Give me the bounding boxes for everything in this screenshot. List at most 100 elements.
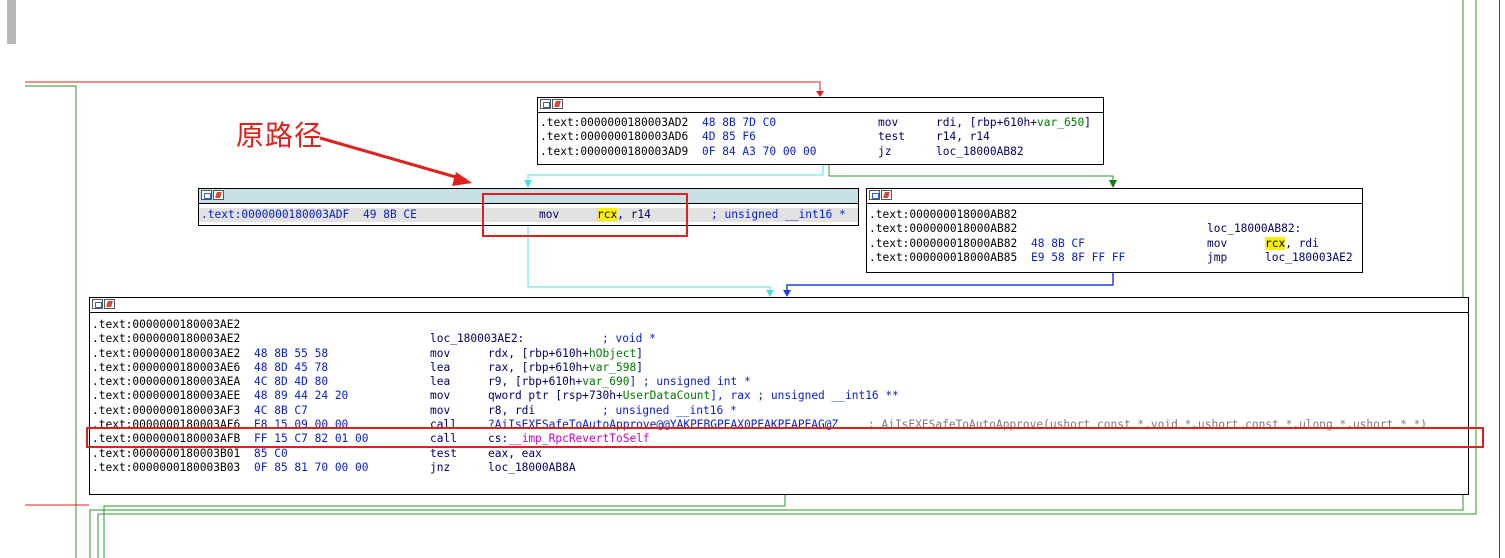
- asm-line-selected[interactable]: .text:0000000180003ADF 49 8B CE mov rcx,…: [199, 208, 858, 223]
- left-scroll-indicator[interactable]: [7, 0, 16, 44]
- code-label[interactable]: loc_180003AE2:: [430, 332, 525, 346]
- operands[interactable]: loc_180003AE2: [1265, 250, 1353, 264]
- asm-line[interactable]: .text:000000018000AB82: [867, 208, 1362, 222]
- asm-line[interactable]: .text:000000018000AB85 E9 58 8F FF FF jm…: [867, 251, 1362, 265]
- operands: qword ptr [rsp+730h+UserDataCount], rax …: [488, 389, 899, 403]
- operands: r8, rdi: [488, 403, 536, 417]
- graph-view-icon[interactable]: [201, 190, 212, 200]
- address: .text:0000000180003B01: [92, 446, 241, 460]
- asm-line[interactable]: .text:0000000180003AE2 loc_180003AE2: ; …: [90, 332, 1468, 346]
- operand-rest: , r14: [617, 208, 651, 221]
- code-label[interactable]: loc_18000AB82:: [1207, 222, 1302, 236]
- asm-line[interactable]: .text:0000000180003B01 85 C0 test eax, e…: [90, 447, 1468, 461]
- node-header[interactable]: [867, 189, 1362, 204]
- graph-view-icon[interactable]: [540, 99, 551, 109]
- edge-red-arrowhead: [816, 91, 824, 97]
- register-highlight[interactable]: rcx: [597, 208, 618, 221]
- address: .text:000000018000AB82: [869, 236, 1018, 250]
- operand-base: r9, [rbp+610h+: [488, 375, 583, 389]
- mnemonic: lea: [430, 375, 451, 389]
- edge-blue-arrowhead: [783, 290, 791, 297]
- operands: rcx, r14: [597, 208, 651, 222]
- edge-green-left: [25, 85, 77, 558]
- operands: r14, r14: [936, 130, 990, 144]
- graph-node-3ad2[interactable]: .text:0000000180003AD2 48 8B 7D C0 mov r…: [537, 97, 1104, 165]
- operand-var[interactable]: UserDataCount: [622, 389, 711, 403]
- annotation-arrow-line: [319, 136, 467, 182]
- address: .text:000000018000AB82: [869, 208, 1018, 221]
- node-header[interactable]: [199, 189, 858, 204]
- asm-line[interactable]: .text:0000000180003AFB FF 15 C7 82 01 00…: [90, 432, 1468, 446]
- address: .text:0000000180003AE6: [92, 360, 241, 374]
- operands[interactable]: loc_18000AB8A: [488, 460, 576, 474]
- opcode-bytes: 48 8B 55 58: [254, 346, 329, 360]
- asm-line[interactable]: .text:000000018000AB82 48 8B CF mov rcx,…: [867, 236, 1362, 251]
- edit-icon[interactable]: [213, 190, 224, 200]
- graph-view-icon[interactable]: [869, 190, 880, 200]
- graph-node-3ae2[interactable]: .text:0000000180003AE2 .text:00000001800…: [89, 297, 1469, 495]
- asm-line[interactable]: .text:0000000180003AE6 48 8D 45 78 lea r…: [90, 361, 1468, 375]
- address: .text:0000000180003B03: [92, 460, 241, 474]
- asm-line[interactable]: .text:0000000180003AD2 48 8B 7D C0 mov r…: [538, 116, 1103, 130]
- opcode-bytes: 85 C0: [254, 446, 288, 460]
- asm-line[interactable]: .text:0000000180003AD9 0F 84 A3 70 00 00…: [538, 145, 1103, 159]
- asm-line[interactable]: .text:0000000180003AEE 48 89 44 24 20 mo…: [90, 389, 1468, 403]
- mnemonic: mov: [430, 346, 451, 360]
- mnemonic: jnz: [430, 460, 451, 474]
- operand-var[interactable]: var_690: [582, 375, 630, 389]
- operands: cs:__imp_RpcRevertToSelf: [488, 432, 650, 446]
- operand-var[interactable]: var_650: [1037, 116, 1085, 129]
- asm-line[interactable]: .text:0000000180003AE2 48 8B 55 58 mov r…: [90, 347, 1468, 361]
- operand-segment: cs:: [488, 432, 509, 446]
- asm-line[interactable]: .text:0000000180003AE2: [90, 318, 1468, 332]
- right-border-line: [1499, 0, 1500, 558]
- opcode-bytes: 48 8B 7D C0: [702, 116, 777, 129]
- asm-line[interactable]: .text:0000000180003AF3 4C 8B C7 mov r8, …: [90, 404, 1468, 418]
- address: .text:0000000180003AD6: [540, 130, 689, 144]
- address: .text:0000000180003AE2: [92, 332, 241, 346]
- comment: ; unsigned __int16 *: [602, 403, 737, 417]
- mnemonic: test: [878, 130, 905, 144]
- edit-icon[interactable]: [881, 190, 892, 200]
- graph-node-ab82[interactable]: .text:000000018000AB82 .text:00000001800…: [866, 188, 1363, 273]
- operands: rdi, [rbp+610h+var_650]: [936, 116, 1091, 130]
- opcode-bytes: FF 15 C7 82 01 00: [254, 432, 369, 446]
- operand-var[interactable]: hObject: [589, 346, 637, 360]
- edit-icon[interactable]: [552, 99, 563, 109]
- operand-var[interactable]: var_598: [589, 360, 637, 374]
- annotation-box-call-row: [86, 427, 1484, 448]
- register-highlight[interactable]: rcx: [1265, 236, 1286, 250]
- address: .text:0000000180003AEA: [92, 375, 241, 389]
- edge-green-right: [89, 0, 1464, 558]
- address: .text:0000000180003AD2: [540, 116, 689, 129]
- opcode-bytes: 49 8B CE: [363, 208, 417, 221]
- operands: rax, [rbp+610h+var_598]: [488, 361, 643, 375]
- edge-green-arrowhead: [1109, 180, 1117, 188]
- operand-base: rax, [rbp+610h+: [488, 360, 590, 374]
- edge-cyan-arrowhead-2: [766, 290, 774, 297]
- edge-cyan-fallthrough: [527, 165, 824, 184]
- annotation-arrowhead: [452, 172, 472, 186]
- mnemonic: call: [430, 432, 457, 446]
- import-symbol[interactable]: __imp_RpcRevertToSelf: [508, 432, 650, 446]
- mnemonic: lea: [430, 360, 451, 374]
- asm-line[interactable]: .text:0000000180003AEA 4C 8D 4D 80 lea r…: [90, 375, 1468, 389]
- mnemonic: mov: [430, 389, 451, 403]
- operands[interactable]: loc_18000AB82: [936, 144, 1024, 158]
- comment: ; unsigned __int16 *: [711, 208, 846, 221]
- asm-line[interactable]: .text:000000018000AB82 loc_18000AB82:: [867, 222, 1362, 236]
- node-header[interactable]: [538, 98, 1103, 113]
- asm-line[interactable]: .text:0000000180003B03 0F 85 81 70 00 00…: [90, 461, 1468, 475]
- operands: rdx, [rbp+610h+hObject]: [488, 347, 643, 361]
- mnemonic: mov: [1207, 236, 1228, 250]
- opcode-bytes: 0F 84 A3 70 00 00: [702, 144, 817, 158]
- address: .text:000000018000AB85: [869, 250, 1018, 264]
- node-header[interactable]: [90, 298, 1468, 313]
- edit-icon[interactable]: [104, 299, 115, 309]
- edge-blue-jmp: [786, 273, 1114, 294]
- comment: ; void *: [602, 332, 656, 346]
- asm-line[interactable]: .text:0000000180003AD6 4D 85 F6 test r14…: [538, 130, 1103, 144]
- graph-view-icon[interactable]: [92, 299, 103, 309]
- address: .text:0000000180003AD9: [540, 144, 689, 158]
